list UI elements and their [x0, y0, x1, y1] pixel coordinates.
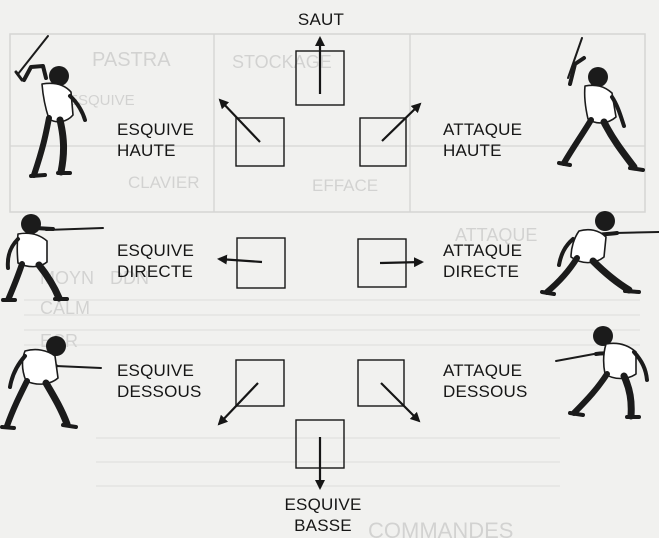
direction-left-arrow	[217, 254, 263, 265]
direction-down-right-box	[357, 359, 405, 407]
label-esquive-directe-line2: DIRECTE	[117, 262, 194, 281]
bleed-word: PASTRA	[92, 49, 171, 71]
bleed-word: COMMANDES	[368, 518, 514, 538]
direction-up-right-arrow	[381, 102, 422, 142]
direction-up-left-arrow	[218, 98, 261, 143]
direction-up-right-box	[359, 117, 407, 167]
fencer-attack-low-icon	[555, 326, 649, 420]
fencer-attack-high-icon	[557, 37, 645, 172]
fencer-dodge-direct-icon	[1, 214, 104, 302]
fencer-attack-direct-icon	[540, 211, 659, 296]
direction-down-left-arrow	[217, 382, 259, 426]
label-esquive-basse: ESQUIVE BASSE	[280, 494, 366, 536]
bleed-word: EFFACE	[312, 176, 379, 195]
direction-down-right-group	[357, 359, 421, 423]
fencer-dodge-low-icon	[0, 336, 102, 430]
direction-right-arrow	[379, 257, 424, 268]
label-esquive-haute: ESQUIVE HAUTE	[117, 119, 194, 161]
bleed-word: ESQUIVE	[68, 92, 135, 109]
label-attaque-directe: ATTAQUE DIRECTE	[443, 240, 522, 282]
label-attaque-dessous: ATTAQUE DESSOUS	[443, 360, 528, 402]
bleed-word: CALM	[40, 298, 91, 318]
direction-up-left-box	[235, 117, 285, 167]
label-attaque-haute-line1: ATTAQUE	[443, 120, 523, 139]
label-attaque-directe-line2: DIRECTE	[443, 262, 520, 281]
label-esquive-haute-line1: ESQUIVE	[117, 120, 194, 139]
bleed-word: DDN	[110, 268, 149, 288]
label-attaque-dessous-line2: DESSOUS	[443, 382, 528, 401]
bleed-word: STOCKAGE	[232, 52, 332, 72]
label-esquive-dessous: ESQUIVE DESSOUS	[117, 360, 202, 402]
direction-up-right-group	[359, 102, 422, 167]
label-attaque-dessous-line1: ATTAQUE	[443, 361, 523, 380]
label-esquive-basse-line1: ESQUIVE	[284, 495, 362, 514]
bleed-word: ATTAQUE	[455, 225, 538, 245]
label-esquive-dessous-line1: ESQUIVE	[117, 361, 194, 380]
label-saut: SAUT	[294, 9, 348, 30]
direction-down-group	[295, 419, 345, 490]
direction-left-group	[217, 237, 286, 289]
direction-down-right-arrow	[380, 382, 421, 423]
label-esquive-directe: ESQUIVE DIRECTE	[117, 240, 194, 282]
direction-right-group	[357, 238, 424, 288]
direction-down-left-group	[217, 359, 285, 426]
label-esquive-basse-line2: BASSE	[294, 516, 352, 535]
label-attaque-haute: ATTAQUE HAUTE	[443, 119, 522, 161]
bleed-word: CLAVIER	[128, 173, 200, 192]
label-saut-text: SAUT	[297, 10, 345, 29]
direction-up-group	[295, 36, 345, 106]
direction-left-box	[236, 237, 286, 289]
label-esquive-haute-line2: HAUTE	[117, 141, 176, 160]
label-esquive-dessous-line2: DESSOUS	[117, 382, 202, 401]
label-esquive-directe-line1: ESQUIVE	[117, 241, 194, 260]
direction-up-left-group	[218, 98, 285, 167]
direction-down-left-box	[235, 359, 285, 407]
label-attaque-directe-line1: ATTAQUE	[443, 241, 523, 260]
label-attaque-haute-line2: HAUTE	[443, 141, 502, 160]
fencer-dodge-high-icon	[14, 35, 87, 178]
